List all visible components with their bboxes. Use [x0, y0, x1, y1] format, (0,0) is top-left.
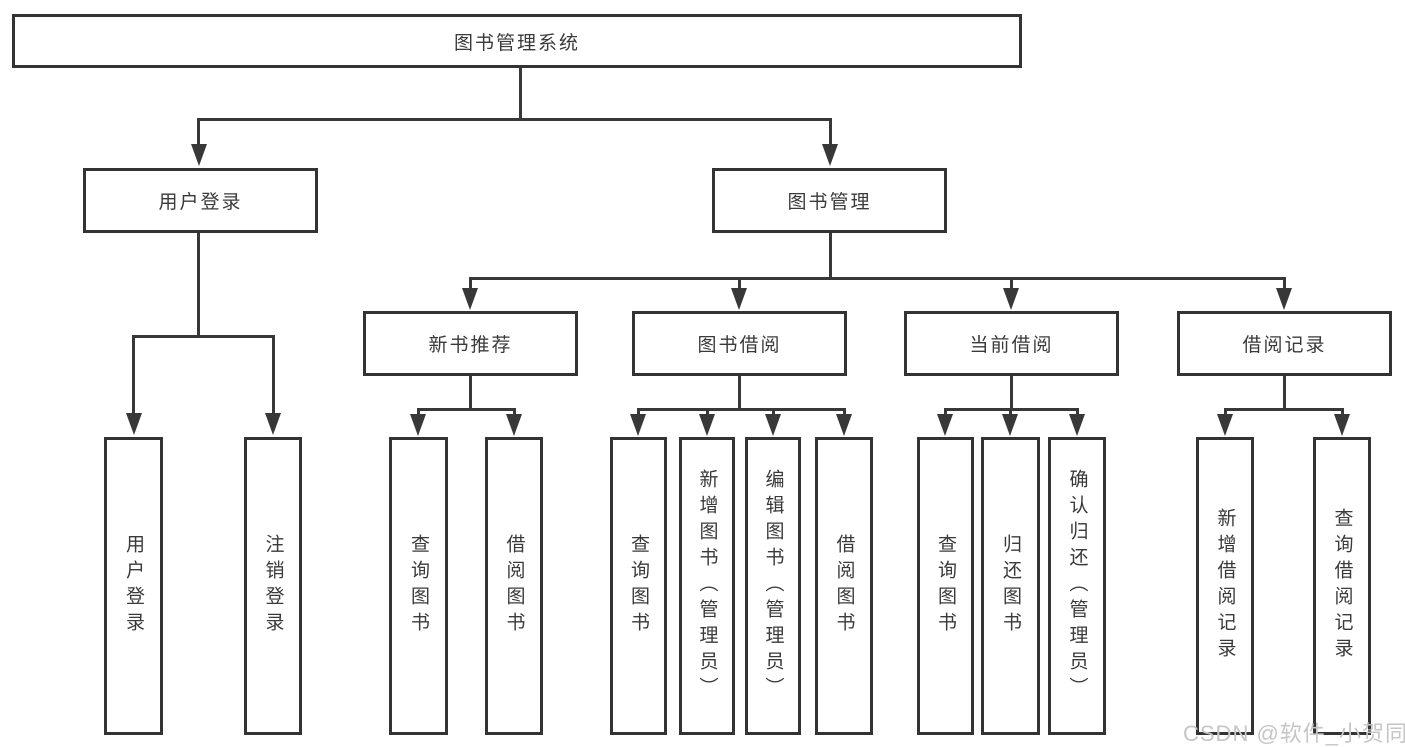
leaf-edit-books-admin-label: 编辑图书（管理员） — [762, 469, 784, 703]
leaf-add-borrow-record: 新增借阅记录 — [1196, 437, 1254, 735]
leaf-logout-label: 注销登录 — [262, 534, 284, 638]
leaf-query-books-borrow: 查询图书 — [610, 437, 667, 735]
connector-line — [469, 277, 1286, 280]
leaf-borrow-books-label: 借阅图书 — [833, 534, 855, 638]
connector-line — [738, 376, 741, 410]
connector-line — [1283, 376, 1286, 410]
connector-line — [637, 408, 640, 418]
leaf-user-login: 用户登录 — [104, 437, 163, 735]
node-user-login-label: 用户登录 — [158, 192, 243, 213]
node-book-management: 图书管理 — [712, 168, 947, 233]
connector-line — [132, 335, 135, 417]
connector-line — [829, 233, 832, 279]
arrowhead — [630, 414, 646, 436]
node-user-login: 用户登录 — [83, 168, 318, 233]
node-current-borrowing: 当前借阅 — [904, 311, 1119, 376]
leaf-query-borrow-record: 查询借阅记录 — [1313, 437, 1371, 735]
leaf-query-books-recommend: 查询图书 — [389, 437, 448, 735]
leaf-return-books-label: 归还图书 — [1000, 534, 1021, 638]
arrowhead — [1069, 414, 1085, 436]
connector-line — [1009, 408, 1012, 418]
connector-line — [197, 118, 831, 121]
leaf-borrow-books: 借阅图书 — [815, 437, 873, 735]
arrowhead — [191, 144, 207, 166]
connector-line — [1224, 408, 1344, 411]
leaf-borrow-books-recommend: 借阅图书 — [485, 437, 543, 735]
connector-line — [1283, 277, 1286, 291]
connector-line — [772, 408, 775, 418]
leaf-confirm-return-admin: 确认归还（管理员） — [1048, 437, 1106, 735]
arrowhead — [462, 288, 478, 310]
arrowhead — [265, 413, 281, 435]
leaf-query-books-current-label: 查询图书 — [935, 534, 956, 638]
leaf-query-books-recommend-label: 查询图书 — [408, 534, 429, 638]
node-current-borrowing-label: 当前借阅 — [969, 335, 1054, 356]
connector-line — [513, 408, 516, 418]
csdn-watermark: CSDN @软件_小贺同学 — [1183, 721, 1405, 746]
connector-line — [272, 335, 275, 417]
arrowhead — [1217, 414, 1233, 436]
connector-line — [1010, 277, 1013, 291]
node-new-book-recommend-label: 新书推荐 — [428, 335, 513, 356]
arrowhead — [1003, 288, 1019, 310]
leaf-return-books: 归还图书 — [981, 437, 1040, 735]
node-book-borrowing-label: 图书借阅 — [697, 335, 782, 356]
connector-line — [1076, 408, 1079, 418]
connector-line — [519, 68, 522, 121]
node-book-management-label: 图书管理 — [787, 192, 872, 213]
connector-line — [197, 233, 200, 337]
leaf-add-borrow-record-label: 新增借阅记录 — [1214, 508, 1236, 664]
leaf-add-books-admin: 新增图书（管理员） — [679, 437, 735, 735]
arrowhead — [822, 144, 838, 166]
connector-line — [637, 408, 846, 411]
node-borrowing-records: 借阅记录 — [1177, 311, 1392, 376]
arrowhead — [1002, 414, 1018, 436]
connector-line — [706, 408, 709, 418]
arrowhead — [126, 413, 142, 435]
node-root: 图书管理系统 — [12, 14, 1022, 68]
connector-line — [132, 335, 275, 338]
connector-line — [829, 118, 832, 146]
leaf-edit-books-admin: 编辑图书（管理员） — [745, 437, 801, 735]
arrowhead — [410, 414, 426, 436]
leaf-user-login-label: 用户登录 — [123, 534, 144, 638]
connector-line — [469, 277, 472, 291]
arrowhead — [836, 414, 852, 436]
connector-line — [843, 408, 846, 418]
arrowhead — [1276, 288, 1292, 310]
connector-line — [1010, 376, 1013, 410]
node-root-label: 图书管理系统 — [453, 32, 580, 54]
leaf-query-borrow-record-label: 查询借阅记录 — [1331, 508, 1353, 664]
leaf-borrow-books-recommend-label: 借阅图书 — [503, 534, 525, 638]
node-new-book-recommend: 新书推荐 — [363, 311, 578, 376]
leaf-query-books-borrow-label: 查询图书 — [628, 534, 649, 638]
arrowhead — [731, 288, 747, 310]
leaf-logout: 注销登录 — [244, 437, 302, 735]
arrowhead — [699, 414, 715, 436]
arrowhead — [937, 414, 953, 436]
connector-line — [944, 408, 947, 418]
arrowhead — [506, 414, 522, 436]
connector-line — [417, 408, 516, 411]
connector-line — [738, 277, 741, 291]
connector-line — [417, 408, 420, 418]
arrowhead — [1334, 414, 1350, 436]
arrowhead — [765, 414, 781, 436]
leaf-add-books-admin-label: 新增图书（管理员） — [696, 469, 718, 703]
node-book-borrowing: 图书借阅 — [632, 311, 847, 376]
node-borrowing-records-label: 借阅记录 — [1242, 335, 1327, 356]
connector-line — [469, 376, 472, 410]
connector-line — [197, 118, 200, 146]
leaf-confirm-return-admin-label: 确认归还（管理员） — [1066, 469, 1088, 703]
connector-line — [1224, 408, 1227, 418]
connector-line — [1341, 408, 1344, 418]
leaf-query-books-current: 查询图书 — [917, 437, 974, 735]
